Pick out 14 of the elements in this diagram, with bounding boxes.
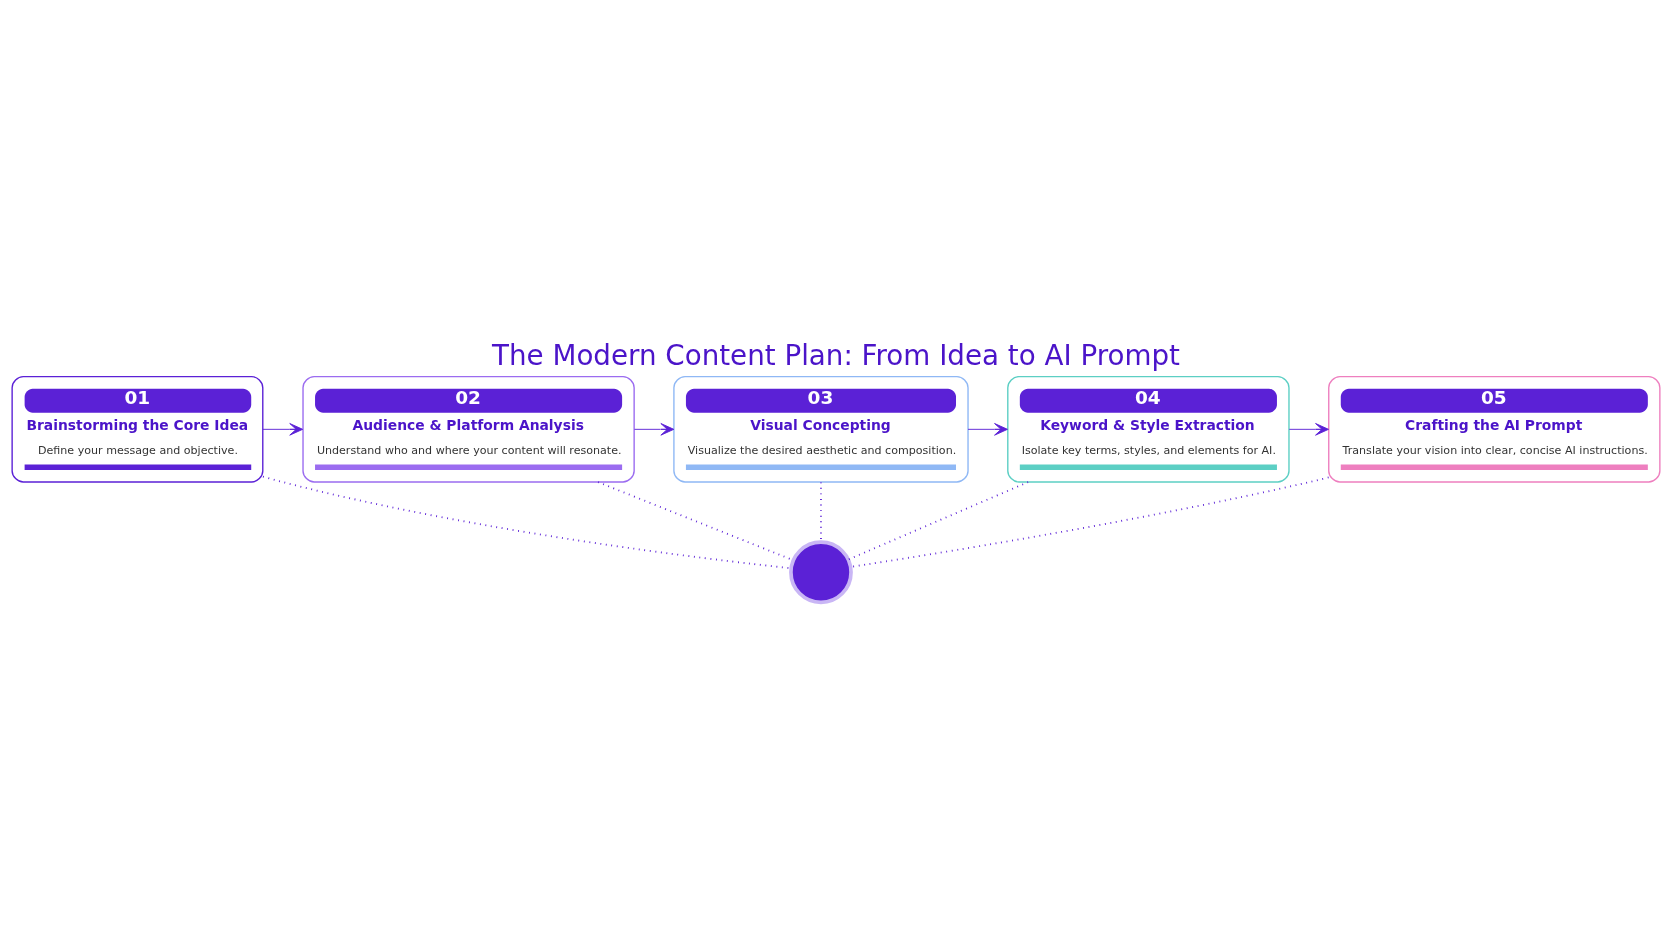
- connector: [262, 475, 793, 570]
- node-box: 05 Crafting the AI Prompt Translate your vision into clear, concise AI instructions.: [1328, 375, 1661, 483]
- diagram-title: The Modern Content Plan: From Idea to AI Prompt: [492, 338, 1180, 372]
- node-circle: [789, 540, 853, 605]
- node-box: 04 Keyword & Style Extraction Isolate key terms, styles, and elements for AI.: [1007, 375, 1290, 483]
- arrow: [967, 423, 1008, 436]
- node-box: 03 Visual Concepting Visualize the desired aesthetic and composition.: [673, 375, 969, 483]
- connector: [849, 476, 1330, 568]
- arrow: [262, 423, 304, 436]
- node-box: 02 Audience & Platform Analysis Understand who and where your content will resonate.: [302, 375, 635, 483]
- arrow: [634, 423, 675, 436]
- arrow: [1288, 423, 1329, 436]
- node-box: 01 Brainstorming the Core Idea Define your message and objective.: [11, 375, 264, 483]
- connector: [847, 481, 1030, 561]
